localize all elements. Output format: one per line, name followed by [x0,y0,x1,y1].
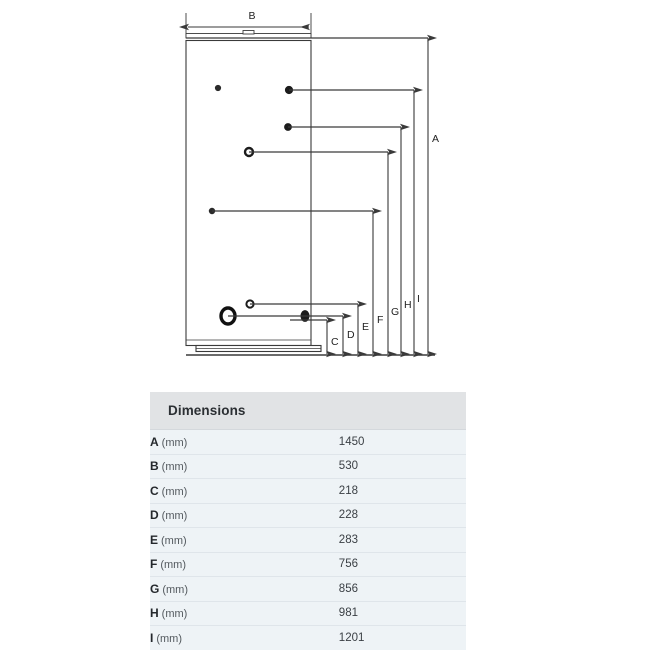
dimension-letter-cell: F(mm) [150,552,339,577]
dimension-unit: (mm) [161,608,188,621]
dimension-unit: (mm) [161,510,188,523]
dimension-letter: A [150,434,159,449]
leader-lines-group [186,37,428,321]
table-row: H(mm)981 [150,601,466,626]
dimension-unit: (mm) [161,534,187,547]
dimension-unit: (mm) [161,461,188,474]
dimension-letter: E [150,532,159,547]
dimension-value-cell: 756 [338,552,466,577]
table-row: G(mm)856 [150,576,466,602]
dimension-label-i: I [417,293,420,305]
dimension-value-cell: 218 [338,478,466,504]
dimension-unit: (mm) [160,559,186,572]
dimensions-table-head: Dimensions [150,392,466,430]
dimension-value-cell: 530 [338,454,466,479]
dimension-letter: G [150,581,160,596]
dimension-letter-cell: A(mm) [150,429,339,455]
dimension-letter-cell: G(mm) [150,576,339,602]
dimension-unit: (mm) [156,632,182,645]
table-row: D(mm)228 [150,503,466,528]
table-row: E(mm)283 [150,527,466,553]
dimension-label-b: B [248,10,255,22]
dimension-value-cell: 981 [338,601,466,626]
table-row: A(mm)1450 [150,429,466,455]
dimension-label-c: C [331,336,339,348]
dimensions-caption: Dimensions [150,392,466,430]
dimension-label-g: G [391,306,399,318]
dimension-label-f: F [377,314,383,326]
dimension-letter-cell: H(mm) [150,601,339,626]
dimension-value-cell: 856 [338,576,466,602]
dimension-value-cell: 228 [338,503,466,528]
dimension-label-d: D [347,329,355,341]
dimension-letter: C [150,483,159,498]
dimension-unit: (mm) [161,436,188,449]
table-row: I(mm)1201 [150,625,466,650]
dimension-label-a: A [432,133,439,145]
dimension-letter: F [150,557,158,572]
dimension-value-cell: 283 [338,527,466,553]
dimension-unit: (mm) [161,485,188,498]
dimension-label-h: H [404,299,412,311]
table-row: C(mm)218 [150,478,466,504]
dimension-letter-cell: B(mm) [150,454,339,479]
dimension-letter: B [150,459,159,474]
dimension-letter-cell: C(mm) [150,478,339,504]
dimension-letter-labels: C D E F G H I A [331,133,439,348]
top-port-cap [242,30,255,35]
dimension-letter-cell: E(mm) [150,527,339,553]
dimension-value-cell: 1201 [338,625,466,650]
vertical-dimension-lines [326,34,437,358]
dimension-value-cell: 1450 [338,429,466,455]
dimension-letter: D [150,508,159,523]
table-header-row: Dimensions [150,392,466,430]
dimension-letter-cell: D(mm) [150,503,339,528]
dimension-letter-cell: I(mm) [150,625,339,650]
dimension-label-e: E [362,321,369,333]
technical-drawing: B [179,10,439,358]
dimension-unit: (mm) [162,583,188,596]
table-row: B(mm)530 [150,454,466,479]
drawing-svg: B [179,10,439,358]
dimension-letter: I [150,630,154,645]
dimension-letter: H [150,606,159,621]
table-row: F(mm)756 [150,552,466,577]
port-marker-upper-left [214,84,222,92]
